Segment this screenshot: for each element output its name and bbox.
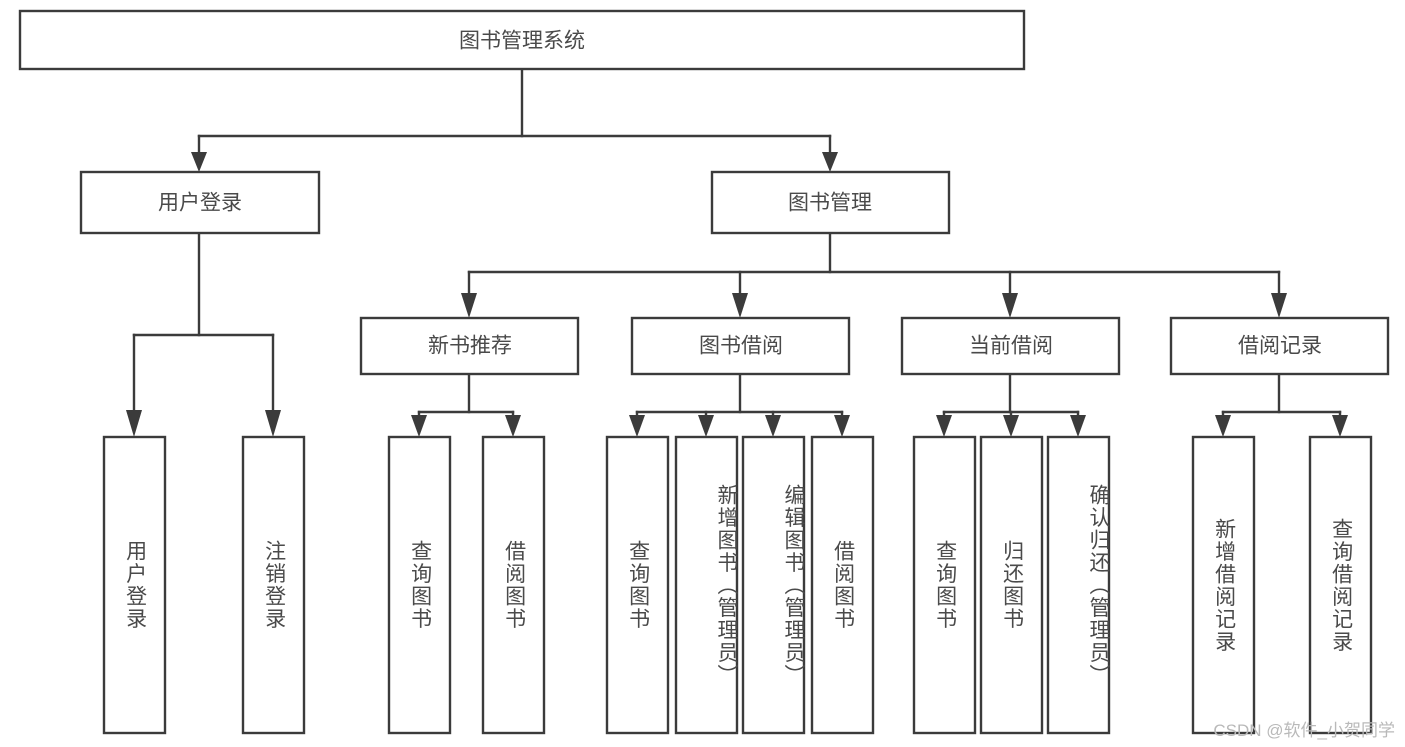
leaf-box-user-login[interactable] — [102, 435, 167, 735]
node-current-borrow[interactable]: 当前借阅 — [900, 316, 1121, 376]
arrow-to-book-manage — [822, 152, 838, 172]
arrow-bb-leaf2 — [698, 415, 714, 437]
arrow-ul-leaf1 — [126, 410, 142, 437]
node-book-manage[interactable]: 图书管理 — [710, 170, 951, 235]
leaf-box-br-query-record[interactable] — [1308, 435, 1373, 735]
arrow-ul-leaf2 — [265, 410, 281, 437]
leaf-box-cb-return-book[interactable] — [979, 435, 1044, 735]
arrow-bb-leaf4 — [834, 415, 850, 437]
leaf-box-user-logout[interactable] — [241, 435, 306, 735]
arrow-bb-leaf1 — [629, 415, 645, 437]
connector-group — [126, 67, 1348, 437]
leaf-box-bb-borrow-book[interactable] — [810, 435, 875, 735]
arrow-to-user-login — [191, 152, 207, 172]
arrow-nbr-leaf1 — [411, 415, 427, 437]
root-box[interactable] — [18, 9, 1026, 71]
leaf-box-bb-add-book[interactable] — [674, 435, 739, 735]
book-borrow-label: 图书借阅 — [699, 335, 783, 358]
current-borrow-box[interactable] — [900, 316, 1121, 376]
arrow-br-leaf2 — [1332, 415, 1348, 437]
book-manage-box[interactable] — [710, 170, 951, 235]
node-root[interactable]: 图书管理系统 — [18, 9, 1026, 71]
arrow-br-leaf1 — [1215, 415, 1231, 437]
leaf-box-cb-confirm-return[interactable] — [1046, 435, 1111, 735]
new-book-rec-label: 新书推荐 — [428, 335, 512, 358]
root-label: 图书管理系统 — [459, 30, 585, 53]
node-user-login[interactable]: 用户登录 — [79, 170, 321, 235]
arrow-to-book-borrow — [732, 293, 748, 318]
leaf-box-group — [102, 435, 1373, 735]
node-new-book-rec[interactable]: 新书推荐 — [359, 316, 580, 376]
current-borrow-label: 当前借阅 — [969, 335, 1053, 358]
book-manage-label: 图书管理 — [788, 192, 872, 215]
user-login-box[interactable] — [79, 170, 321, 235]
arrow-nbr-leaf2 — [505, 415, 521, 437]
user-login-label: 用户登录 — [158, 192, 242, 215]
node-borrow-record[interactable]: 借阅记录 — [1169, 316, 1390, 376]
borrow-record-label: 借阅记录 — [1238, 335, 1322, 358]
borrow-record-box[interactable] — [1169, 316, 1390, 376]
new-book-rec-box[interactable] — [359, 316, 580, 376]
arrow-to-current-borrow — [1002, 293, 1018, 318]
book-borrow-box[interactable] — [630, 316, 851, 376]
leaf-box-rec-borrow-book[interactable] — [481, 435, 546, 735]
arrow-to-borrow-record — [1271, 293, 1287, 318]
leaf-box-rec-query-book[interactable] — [387, 435, 452, 735]
arrow-to-new-book-rec — [461, 293, 477, 318]
leaf-box-br-add-record[interactable] — [1191, 435, 1256, 735]
leaf-box-bb-query-book[interactable] — [605, 435, 670, 735]
arrow-bb-leaf3 — [765, 415, 781, 437]
arrow-cb-leaf2 — [1003, 415, 1019, 437]
arrow-cb-leaf3 — [1070, 415, 1086, 437]
leaf-box-cb-query-book[interactable] — [912, 435, 977, 735]
csdn-watermark: CSDN @软件_小贺同学 — [1213, 721, 1395, 740]
leaf-box-bb-edit-book[interactable] — [741, 435, 806, 735]
arrow-cb-leaf1 — [936, 415, 952, 437]
node-book-borrow[interactable]: 图书借阅 — [630, 316, 851, 376]
